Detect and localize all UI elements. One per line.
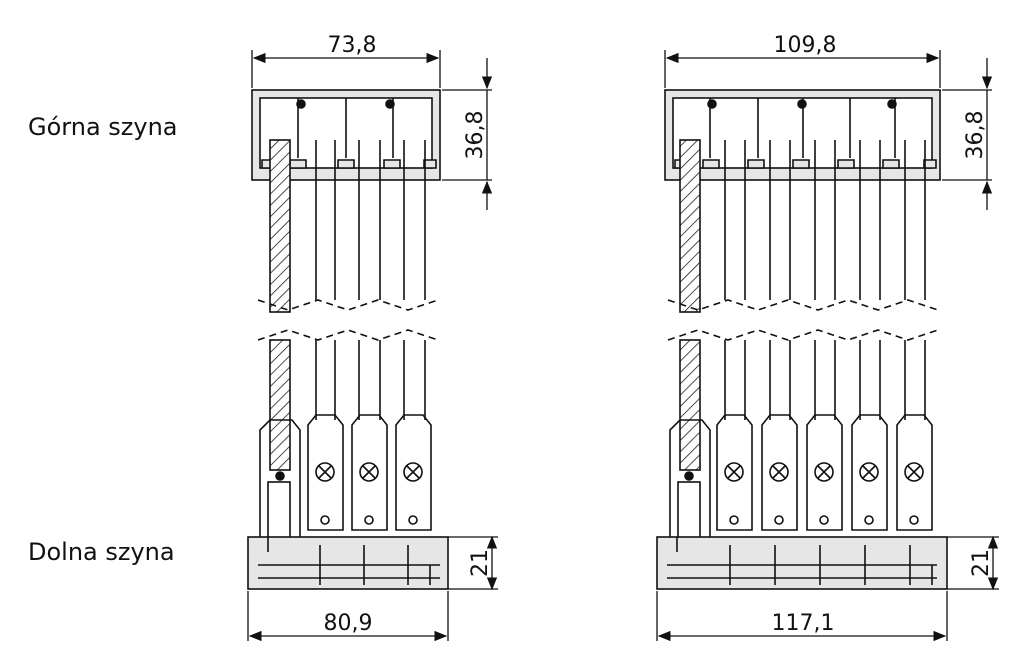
bottom-rail-label: Dolna szyna xyxy=(28,538,175,566)
right-top-height-value: 36,8 xyxy=(963,111,988,160)
left-top-width-value: 73,8 xyxy=(328,33,377,58)
right-panels-upper xyxy=(667,139,939,341)
left-bottom-height-value: 21 xyxy=(468,549,493,577)
right-dimensions xyxy=(656,50,999,642)
left-top-height-value: 36,8 xyxy=(463,111,488,160)
right-top-rail xyxy=(664,89,941,181)
left-panels-lower xyxy=(259,339,432,541)
left-bottom-width-value: 80,9 xyxy=(324,611,373,636)
left-dimensions xyxy=(247,50,498,642)
right-system-drawing xyxy=(656,89,948,590)
top-rail-label: Górna szyna xyxy=(28,113,178,141)
right-bottom-height-value: 21 xyxy=(969,549,994,577)
left-system-drawing xyxy=(247,89,449,590)
right-bottom-width-value: 117,1 xyxy=(772,611,835,636)
left-bottom-rail xyxy=(247,536,449,590)
right-bottom-rail xyxy=(656,536,948,590)
left-panels-upper xyxy=(257,139,439,341)
right-panels-lower xyxy=(669,339,933,541)
right-top-width-value: 109,8 xyxy=(774,33,837,58)
